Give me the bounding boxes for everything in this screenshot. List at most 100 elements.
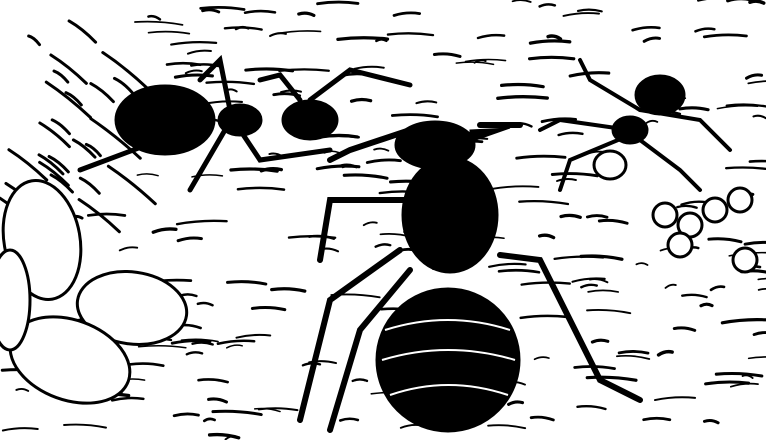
hatch-stroke [550,172,599,178]
hatch-stroke [726,0,752,3]
hatch-stroke [269,32,287,38]
hatch-stroke [229,167,279,173]
hatch-stroke [278,68,330,72]
hatch-stroke [362,221,378,227]
hatch-stroke [752,114,766,120]
hatch-stroke [653,396,697,402]
hatch-stroke [702,33,748,39]
hatch-stroke [587,289,620,293]
hatch-stroke [147,30,191,35]
hatch-stroke [645,119,659,124]
hatch-stroke [748,159,766,163]
hatch-stroke [64,91,83,107]
hatch-stroke [52,69,70,84]
hatch-stroke [89,117,142,160]
hatch-stroke [1,427,39,432]
hatch-stroke [694,27,716,33]
hatch-stroke [714,371,764,378]
hatch-stroke [537,233,556,240]
hatch-stroke [351,378,369,383]
left-ant [77,54,413,193]
hatch-stroke [199,6,246,11]
hatch-stroke [375,38,388,43]
hatch-stroke [27,34,41,47]
hatch-stroke [89,82,115,104]
hatch-stroke [118,246,139,252]
hatch-stroke [78,176,101,195]
hatch-stroke [681,293,708,299]
hatch-stroke [507,400,525,406]
hatch-stroke [190,63,222,68]
hatch-stroke [487,424,527,430]
hatch-stroke [497,268,541,274]
hatch-stroke [253,407,281,413]
right-ant [538,58,732,192]
hatch-stroke [205,80,256,86]
hatch-stroke [134,20,184,26]
hatch-stroke [571,277,606,283]
hatch-stroke [106,164,157,206]
hatch-stroke [586,308,632,315]
hatch-stroke [631,26,661,32]
hatch-stroke [678,106,710,112]
hatch-stroke [699,302,714,308]
hatch-stroke [580,283,598,289]
hatch-stroke [49,173,74,194]
hatch-stroke [757,277,766,281]
hatch-stroke [752,331,766,337]
hatch-stroke [709,285,726,292]
hatch-stroke [743,240,766,246]
pupae-cluster [651,186,759,274]
hatch-stroke [84,142,102,158]
hatch-stroke [579,254,624,261]
hatch-stroke [680,200,708,206]
hatch-stroke [63,423,107,429]
hatch-stroke [211,409,263,417]
hatch-stroke [518,199,570,206]
hatch-stroke [635,262,649,266]
hatch-stroke [390,113,439,119]
hatch-stroke [386,32,435,37]
hatch-stroke [496,94,549,100]
hatch-stroke [184,69,203,75]
hatch-stroke [216,339,256,346]
hatch-stroke [500,82,545,89]
hatch-stroke [724,166,766,171]
hatch-stroke [47,154,70,174]
ant-eggs [0,179,189,405]
hatch-stroke [342,173,389,180]
hatch-stroke [173,73,214,79]
hatch-stroke [176,236,203,243]
hatch-stroke [374,243,392,248]
hatch-stroke [175,219,228,226]
hatch-stroke [147,14,162,21]
hatch-stroke [528,39,572,45]
hatch-stroke [747,80,766,85]
hatch-stroke [656,349,674,357]
hatch-stroke [186,49,212,55]
hatch-stroke [15,387,30,392]
hatch-stroke [559,213,582,219]
hatch-stroke [748,0,766,5]
hatch-stroke [588,278,609,284]
hatch-stroke [353,65,385,70]
hatch-stroke [207,432,241,440]
hatch-stroke [664,283,677,289]
hatch-stroke [234,25,250,31]
hatch-stroke [557,131,584,137]
hatch-stroke [37,153,65,176]
hatch-stroke [392,11,422,17]
hatch-stroke [716,104,759,110]
hatch-stroke [415,100,438,105]
hatch-stroke [191,174,224,178]
hatch-stroke [556,178,577,182]
hatch-stroke [270,287,307,293]
hatch-stroke [196,301,214,307]
hatch-stroke [201,8,221,14]
hatch-stroke [67,19,98,44]
hatch-stroke [745,73,764,80]
hatch-stroke [259,166,283,173]
hatch-stroke [170,41,218,46]
hatch-stroke [112,76,134,95]
